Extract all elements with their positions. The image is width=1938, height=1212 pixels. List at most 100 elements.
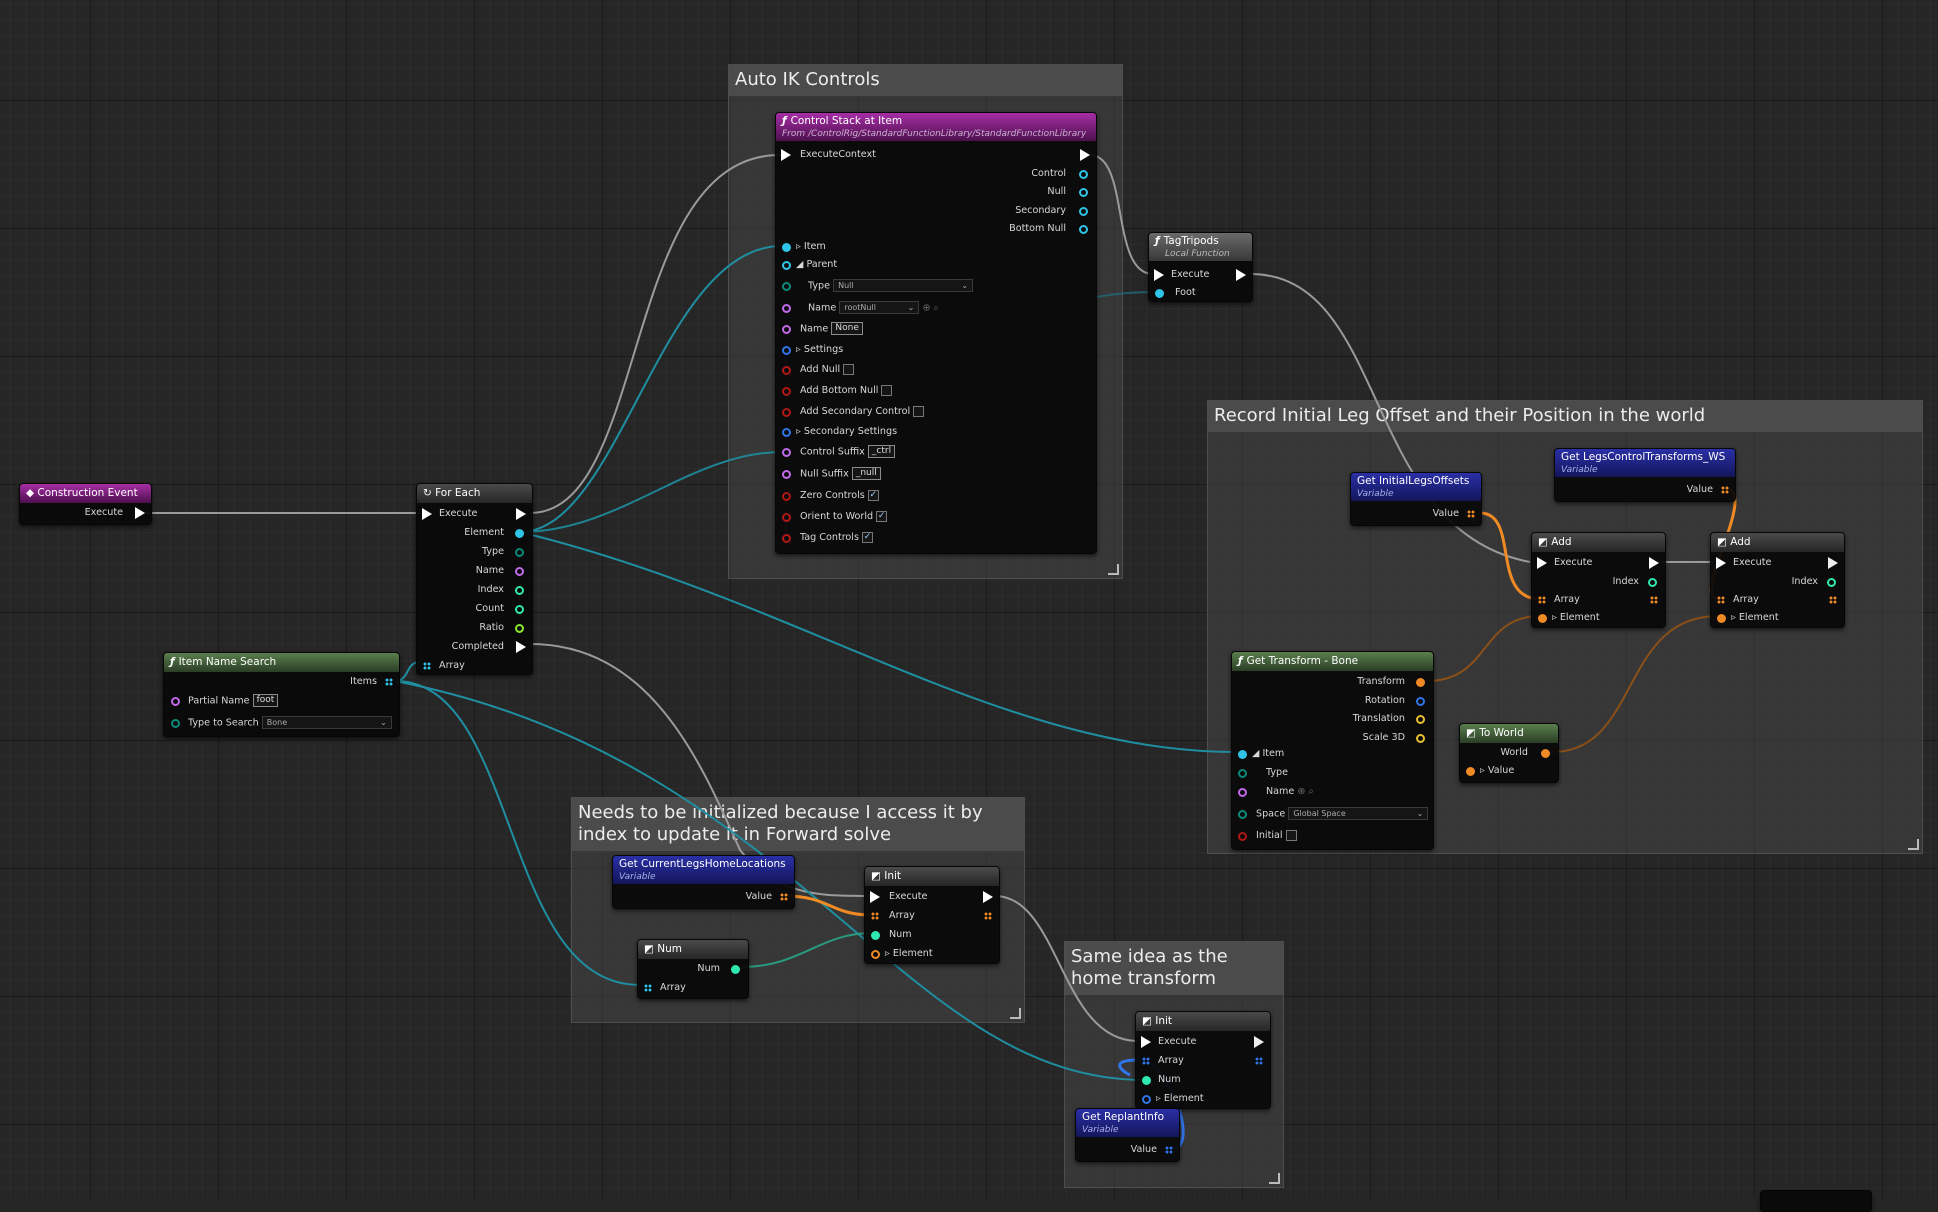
tag-controls-checkbox[interactable]: ✓ [861, 531, 873, 543]
initial-checkbox[interactable] [1285, 829, 1297, 841]
add-icon[interactable]: ⊕ [1297, 786, 1306, 797]
orient-to-world-checkbox[interactable]: ✓ [876, 510, 888, 522]
null-suffix-pin[interactable] [782, 470, 791, 479]
value-out-pin[interactable] [1721, 486, 1729, 494]
node-add-1[interactable]: ◩ Add Execute Index Array ▹ Element [1531, 532, 1666, 628]
settings-in-pin[interactable] [782, 346, 791, 355]
item-in-pin[interactable] [1238, 750, 1247, 759]
add-secondary-control-pin[interactable] [782, 408, 791, 417]
secondary-settings-pin[interactable] [782, 428, 791, 437]
search-icon[interactable]: ⌕ [933, 302, 939, 314]
node-init-1[interactable]: ◩ Init Execute Array Num ▹ Element [864, 866, 1000, 964]
exec-out-pin[interactable] [1254, 1036, 1264, 1048]
type-pin[interactable] [515, 548, 524, 557]
zero-controls-pin[interactable] [782, 492, 791, 501]
secondary-out-pin[interactable] [1079, 207, 1088, 216]
array-in-pin[interactable] [1538, 596, 1546, 604]
type-dropdown[interactable]: Bone⌄ [261, 716, 392, 729]
element-pin[interactable] [515, 529, 524, 538]
bottom-null-out-pin[interactable] [1079, 225, 1088, 234]
exec-in-pin[interactable] [1716, 557, 1726, 569]
parent-in-pin[interactable] [782, 261, 791, 270]
element-in-pin[interactable] [1142, 1095, 1151, 1104]
index-pin[interactable] [515, 586, 524, 595]
element-in-pin[interactable] [1717, 614, 1726, 623]
orient-to-world-pin[interactable] [782, 513, 791, 522]
add-bottom-null-checkbox[interactable] [881, 384, 893, 396]
type-dropdown[interactable]: Null⌄ [833, 279, 974, 292]
foot-in-pin[interactable] [1155, 289, 1164, 298]
count-pin[interactable] [515, 605, 524, 614]
exec-out-pin[interactable] [1236, 269, 1246, 281]
type-in-pin[interactable] [782, 282, 791, 291]
array-in-pin[interactable] [423, 662, 431, 670]
null-suffix-input[interactable]: _null [851, 467, 881, 480]
space-in-pin[interactable] [1238, 810, 1247, 819]
search-icon[interactable]: ⌕ [1308, 786, 1314, 797]
node-offscreen-partial[interactable] [1760, 1190, 1872, 1212]
null-out-pin[interactable] [1079, 188, 1088, 197]
control-suffix-input[interactable]: _ctrl [867, 445, 896, 458]
index-out-pin[interactable] [1648, 578, 1657, 587]
exec-in-pin[interactable] [870, 891, 880, 903]
space-dropdown[interactable]: Global Space⌄ [1288, 807, 1429, 820]
num-in-pin[interactable] [1142, 1076, 1151, 1085]
array-out-pin[interactable] [1650, 596, 1658, 604]
element-in-pin[interactable] [1538, 614, 1547, 623]
exec-in-pin[interactable] [422, 508, 432, 520]
resize-handle[interactable] [1908, 839, 1919, 850]
resize-handle[interactable] [1010, 1008, 1021, 1019]
translation-out-pin[interactable] [1416, 715, 1425, 724]
initial-in-pin[interactable] [1238, 832, 1247, 841]
name-in-pin[interactable] [782, 304, 791, 313]
array-out-pin[interactable] [1829, 596, 1837, 604]
exec-out-pin[interactable] [983, 891, 993, 903]
exec-out-pin[interactable] [1080, 149, 1090, 161]
name2-in-pin[interactable] [782, 325, 791, 334]
name-pin[interactable] [171, 697, 180, 706]
transform-out-pin[interactable] [1416, 678, 1425, 687]
add-bottom-null-pin[interactable] [782, 387, 791, 396]
type-in-pin[interactable] [1238, 769, 1247, 778]
value-out-pin[interactable] [780, 893, 788, 901]
resize-handle[interactable] [1269, 1173, 1280, 1184]
name-dropdown[interactable]: rootNull⌄ [839, 301, 920, 314]
array-out-pin[interactable] [984, 912, 992, 920]
exec-out-pin[interactable] [516, 508, 526, 520]
array-out-pin[interactable] [1255, 1057, 1263, 1065]
array-in-pin[interactable] [1717, 596, 1725, 604]
add-null-pin[interactable] [782, 366, 791, 375]
exec-out-pin[interactable] [1828, 557, 1838, 569]
node-construction-event[interactable]: ◆ Construction Event Execute [19, 483, 152, 525]
rotation-out-pin[interactable] [1416, 697, 1425, 706]
zero-controls-checkbox[interactable]: ✓ [867, 489, 879, 501]
array-out-pin[interactable] [385, 678, 393, 686]
tag-controls-pin[interactable] [782, 534, 791, 543]
num-out-pin[interactable] [731, 965, 740, 974]
completed-exec-pin[interactable] [516, 641, 526, 653]
name-input[interactable]: None [831, 322, 863, 335]
array-in-pin[interactable] [1142, 1057, 1150, 1065]
enum-pin[interactable] [171, 719, 180, 728]
name-out-pin[interactable] [515, 567, 524, 576]
node-for-each[interactable]: ↻ For Each Execute Element Type Name Ind… [416, 483, 533, 675]
add-secondary-control-checkbox[interactable] [913, 405, 925, 417]
exec-out-pin[interactable] [1649, 557, 1659, 569]
name-in-pin[interactable] [1238, 788, 1247, 797]
element-in-pin[interactable] [871, 950, 880, 959]
item-in-pin[interactable] [782, 243, 791, 252]
ratio-pin[interactable] [515, 624, 524, 633]
exec-in-pin[interactable] [1537, 557, 1547, 569]
node-num[interactable]: ◩ Num Num Array [637, 939, 749, 999]
index-out-pin[interactable] [1827, 578, 1836, 587]
node-init-2[interactable]: ◩ Init Execute Array Num ▹ Element [1135, 1011, 1271, 1109]
array-in-pin[interactable] [644, 984, 652, 992]
value-out-pin[interactable] [1165, 1146, 1173, 1154]
